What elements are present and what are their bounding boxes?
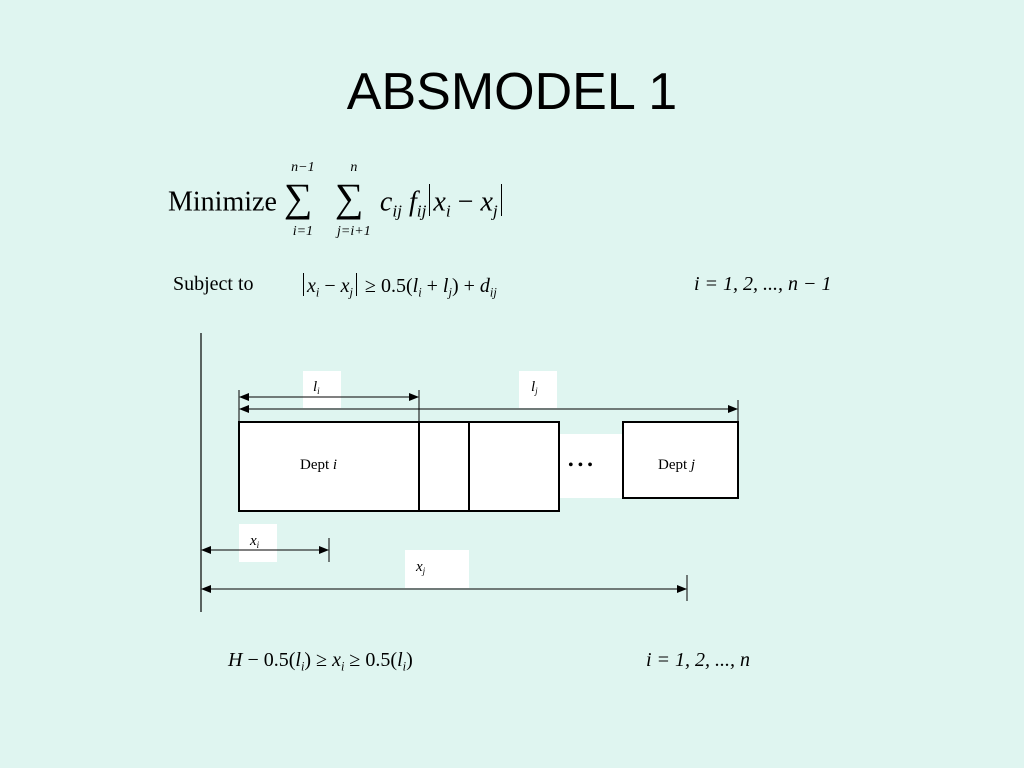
minus-half: − 0.5 <box>247 649 289 671</box>
lj-label-bg <box>519 371 557 408</box>
minus-sign: − <box>457 186 474 218</box>
sigma-symbol: ∑ <box>283 175 313 221</box>
xi-sub: i <box>445 201 451 221</box>
xi-label: xi <box>249 533 260 550</box>
dept-j-box <box>622 421 739 499</box>
plus-sign: + <box>426 275 438 297</box>
dept-i-label: Dept i <box>300 457 337 473</box>
sum-i: n−1 ∑ i=1 <box>284 160 322 239</box>
xi-sub: i <box>315 285 320 300</box>
abs-bar-left <box>429 184 431 217</box>
slide-title: ABSMODEL 1 <box>346 63 678 121</box>
xj-var: x <box>340 275 350 297</box>
constraint2-range: i = 1, 2, ..., n <box>646 649 751 671</box>
li-sub: i <box>418 285 422 300</box>
abs-bar-right <box>355 273 357 296</box>
lj-sub: j <box>448 285 452 300</box>
c-var: c <box>379 186 393 218</box>
ellipsis: • • • <box>568 457 593 474</box>
li-var: l <box>412 275 419 297</box>
ge-half: ≥ 0.5 <box>349 649 391 671</box>
minus-sign: − <box>324 275 336 297</box>
xi-label-bg <box>239 524 277 562</box>
dept-middle-box <box>418 421 470 512</box>
sigma-symbol: ∑ <box>334 175 364 221</box>
ellipsis-bg <box>559 434 622 498</box>
li-var-2: l <box>397 649 403 671</box>
ge-sign: ≥ <box>316 649 328 671</box>
sum-i-lower: i=1 <box>292 224 314 240</box>
xi-var: x <box>433 186 446 218</box>
x-var: x <box>332 649 341 671</box>
xj-sub: j <box>492 201 498 221</box>
c-sub: ij <box>392 201 402 221</box>
abs-bar-left <box>303 273 304 296</box>
xj-label-bg <box>405 550 469 588</box>
ge-half: ≥ 0.5 <box>364 275 406 297</box>
xj-label: xj <box>415 559 426 576</box>
li-var: l <box>295 649 301 671</box>
f-sub: ij <box>416 201 427 221</box>
li-sub-2: i <box>402 659 407 674</box>
plus-sign: + <box>463 275 475 297</box>
constraint2-formula: H − 0.5(li) ≥ xi ≥ 0.5(li) <box>228 649 413 674</box>
constraint1-formula: xi − xj ≥ 0.5(li + lj) + dij <box>300 273 497 300</box>
dept-next-box <box>468 421 560 512</box>
H-var: H <box>228 649 243 671</box>
abs-bar-right <box>500 184 502 217</box>
subject-to-label: Subject to <box>173 273 254 295</box>
constraint1-range: i = 1, 2, ..., n − 1 <box>694 273 832 295</box>
sum-j-upper: n <box>350 160 358 176</box>
lj-label: lj <box>531 379 538 396</box>
li-label-bg <box>303 371 341 408</box>
li-label: li <box>313 379 320 396</box>
sum-j-lower: j=i+1 <box>337 224 371 240</box>
xi-var: x <box>307 275 316 297</box>
sum-j: n ∑ j=i+1 <box>335 160 373 239</box>
minimize-label: Minimize <box>168 186 277 218</box>
f-var: f <box>408 186 417 218</box>
dept-j-label: Dept j <box>658 457 695 473</box>
lj-var: l <box>442 275 449 297</box>
xj-sub: j <box>349 285 353 300</box>
li-sub: i <box>300 659 305 674</box>
d-var: d <box>479 275 490 297</box>
d-sub: ij <box>489 285 497 300</box>
xj-var: x <box>480 186 493 218</box>
x-sub: i <box>340 659 345 674</box>
sum-i-upper: n−1 <box>291 160 315 176</box>
